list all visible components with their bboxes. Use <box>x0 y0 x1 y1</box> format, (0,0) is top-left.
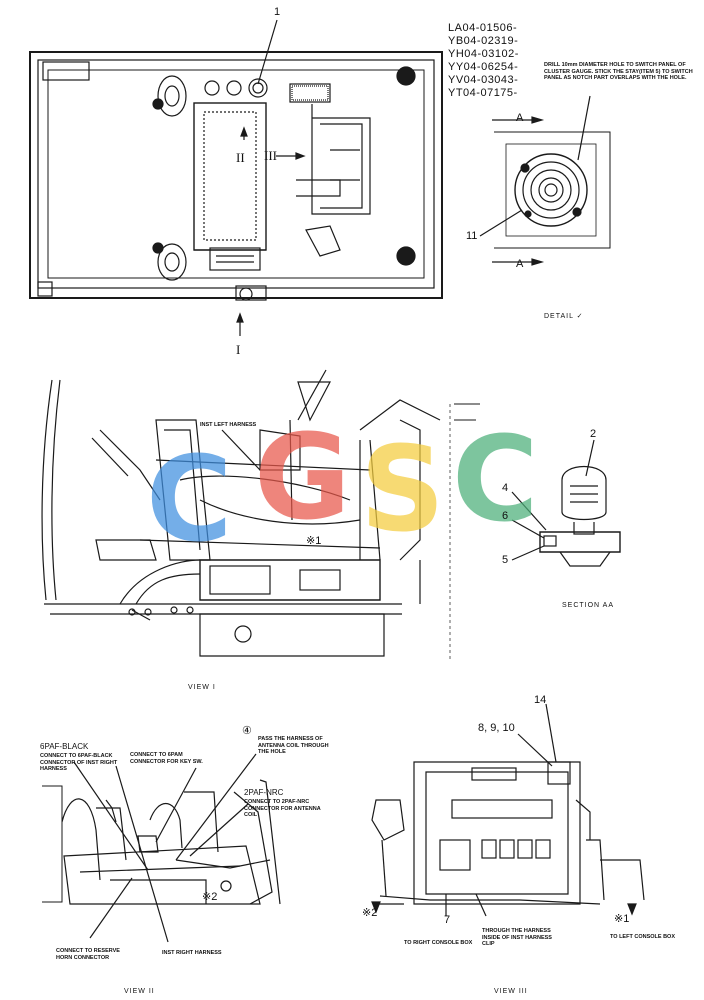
watermark-letter-c1: C <box>146 430 233 568</box>
left-console-note: TO LEFT CONSOLE BOX <box>610 934 675 940</box>
marker-view1: I <box>236 342 241 357</box>
detail-note: DRILL 10mm DIAMETER HOLE TO SWITCH PANEL… <box>544 62 693 81</box>
section-marker-a-bottom: A <box>516 258 524 270</box>
reserve-horn-note: CONNECT TO RESERVE HORN CONNECTOR <box>56 948 120 961</box>
view1-x1-mark: ※1 <box>306 535 322 547</box>
callout-14: 14 <box>534 694 547 706</box>
view1-drawing <box>41 369 441 657</box>
marker-view2: II <box>236 150 245 165</box>
view2-title: VIEW II <box>124 988 155 995</box>
marker-view3: III <box>264 148 277 163</box>
callout-2: 2 <box>590 428 597 440</box>
serial-list: LA04-01506- YB04-02319- YH04-03102- YY04… <box>448 22 519 100</box>
serial-item: YH04-03102- <box>448 48 519 60</box>
detail-view <box>479 95 611 266</box>
black-6paf-note: CONNECT TO 6PAF-BLACK CONNECTOR OF INST … <box>40 753 118 772</box>
nrc-2paf-note: CONNECT TO 2PAF-NRC CONNECTOR FOR ANTENN… <box>244 799 321 818</box>
watermark-letter-g: G <box>254 408 351 546</box>
view3-x2-mark: ※2 <box>362 907 378 919</box>
section-marker-a-top: A <box>516 112 524 124</box>
watermark-letter-s: S <box>360 420 445 558</box>
plan-view <box>29 19 443 336</box>
watermark-letter-c2: C <box>452 410 539 548</box>
callout-circled-4: ④ <box>242 725 252 737</box>
view2-drawing <box>42 753 281 943</box>
view3-x1-mark: ※1 <box>614 913 630 925</box>
detail-title: DETAIL ✓ <box>544 313 584 320</box>
serial-item: YB04-02319- <box>448 35 519 47</box>
inst-right-harness-note: INST RIGHT HARNESS <box>162 950 222 956</box>
callout-5: 5 <box>502 554 509 566</box>
serial-item: YY04-06254- <box>448 61 519 73</box>
view3-drawing <box>371 703 645 917</box>
serial-item: YT04-07175- <box>448 87 518 99</box>
view1-title: VIEW I <box>188 684 216 691</box>
callout-6: 6 <box>502 510 509 522</box>
callout-4: 4 <box>502 482 509 494</box>
callout-7: 7 <box>444 914 451 926</box>
inst-left-harness-label: INST LEFT HARNESS <box>200 422 257 428</box>
callout-11: 11 <box>466 230 478 242</box>
right-console-note: TO RIGHT CONSOLE BOX <box>404 940 473 946</box>
black-6paf-label: 6PAF-BLACK <box>40 742 89 751</box>
antenna-pass-note: PASS THE HARNESS OF ANTENNA COIL THROUGH… <box>258 736 329 755</box>
section-aa-title: SECTION AA <box>562 602 615 609</box>
serial-item: LA04-01506- <box>448 22 518 34</box>
callout-1: 1 <box>274 6 281 18</box>
serial-item: YV04-03043- <box>448 74 519 86</box>
through-hole-note: THROUGH THE HARNESS INSIDE OF INST HARNE… <box>482 928 552 947</box>
section-aa-drawing <box>449 403 621 660</box>
callout-8-9-10: 8, 9, 10 <box>478 722 515 734</box>
connect-6pam-note: CONNECT TO 6PAM CONNECTOR FOR KEY SW. <box>130 752 203 765</box>
nrc-2paf-label: 2PAF-NRC <box>244 788 284 797</box>
view3-title: VIEW III <box>494 988 528 995</box>
view2-x2-mark: ※2 <box>202 891 218 903</box>
